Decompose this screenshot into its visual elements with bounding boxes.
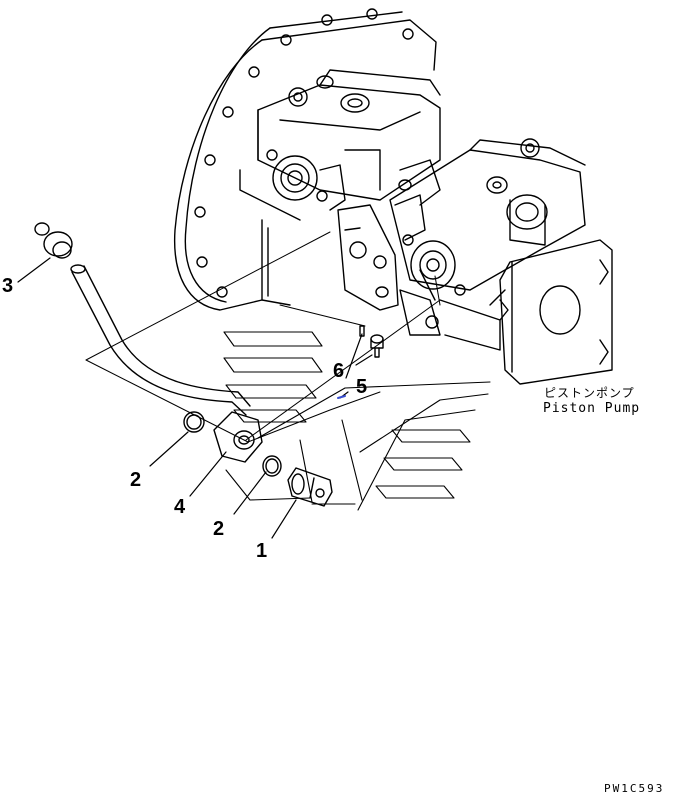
- drawing-code: PW1C593: [604, 782, 665, 795]
- callout-3: 3: [2, 275, 14, 297]
- cap-plug: [34, 222, 73, 259]
- callout-6: 6: [333, 360, 345, 382]
- flywheel-housing: [173, 8, 437, 311]
- mounting-flange: [499, 239, 613, 385]
- o-ring-lower: [262, 455, 282, 477]
- label-english: Piston Pump: [543, 401, 641, 416]
- callout-1: 1: [256, 540, 268, 562]
- connector-fitting: [287, 467, 333, 507]
- callout-5: 5: [356, 376, 368, 398]
- blue-marker: [337, 395, 346, 399]
- leader-lines: [17, 257, 373, 539]
- hidden-detail-pattern: [223, 331, 491, 511]
- rear-pump-body: [257, 69, 441, 211]
- front-pump-body: [389, 138, 586, 296]
- regulator-block: [337, 204, 506, 351]
- callout-2-lower: 2: [213, 518, 225, 540]
- callout-4: 4: [174, 496, 186, 518]
- callout-2-upper: 2: [130, 469, 142, 491]
- bolt: [370, 334, 384, 358]
- pin: [359, 325, 365, 337]
- label-japanese: ピストンポンプ: [544, 386, 635, 400]
- explosion-lines: [85, 231, 441, 443]
- suction-pipe: [70, 264, 263, 463]
